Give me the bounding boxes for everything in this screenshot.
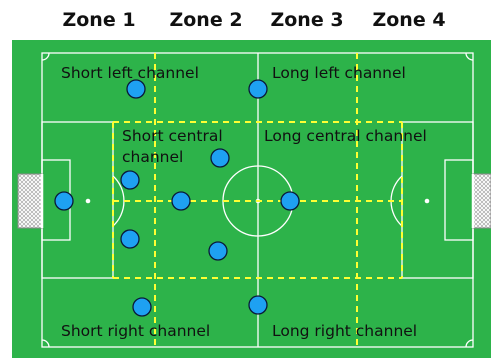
- player-marker: [132, 297, 152, 317]
- player-marker: [171, 191, 191, 211]
- right-penalty-spot: [424, 198, 430, 204]
- zone-1-label: Zone 1: [62, 9, 136, 31]
- zone-2-label: Zone 2: [169, 9, 243, 31]
- player-marker: [120, 229, 140, 249]
- short-right-channel-label: Short right channel: [61, 322, 210, 340]
- zone-4-label: Zone 4: [372, 9, 446, 31]
- corner-arc-bottom-right: [465, 339, 474, 348]
- left-goal-net: [17, 173, 43, 229]
- left-penalty-spot: [85, 198, 91, 204]
- zone-headers: Zone 1 Zone 2 Zone 3 Zone 4: [0, 0, 491, 40]
- player-marker: [208, 241, 228, 261]
- player-marker: [248, 79, 268, 99]
- zone-3-label: Zone 3: [270, 9, 344, 31]
- left-goal: [17, 173, 44, 229]
- corner-arc-bottom-left: [41, 339, 50, 348]
- player-marker: [248, 295, 268, 315]
- player-marker: [120, 170, 140, 190]
- player-marker: [210, 148, 230, 168]
- corner-arc-top-right: [465, 52, 474, 61]
- long-central-channel-label: Long central channel: [264, 127, 427, 145]
- player-marker: [280, 191, 300, 211]
- short-central-channel-label-line2: channel: [122, 148, 183, 166]
- corner-arc-top-left: [41, 52, 50, 61]
- long-right-channel-label: Long right channel: [272, 322, 417, 340]
- player-marker: [126, 79, 146, 99]
- zone-divider-lines: [112, 53, 403, 347]
- player-marker: [54, 191, 74, 211]
- right-goal-net: [472, 173, 491, 229]
- right-goal: [471, 173, 491, 229]
- long-left-channel-label: Long left channel: [272, 64, 406, 82]
- player-markers: [54, 79, 300, 317]
- left-penalty-arc: [112, 175, 125, 227]
- short-central-channel-label-line1: Short central: [122, 127, 223, 145]
- short-left-channel-label: Short left channel: [61, 64, 199, 82]
